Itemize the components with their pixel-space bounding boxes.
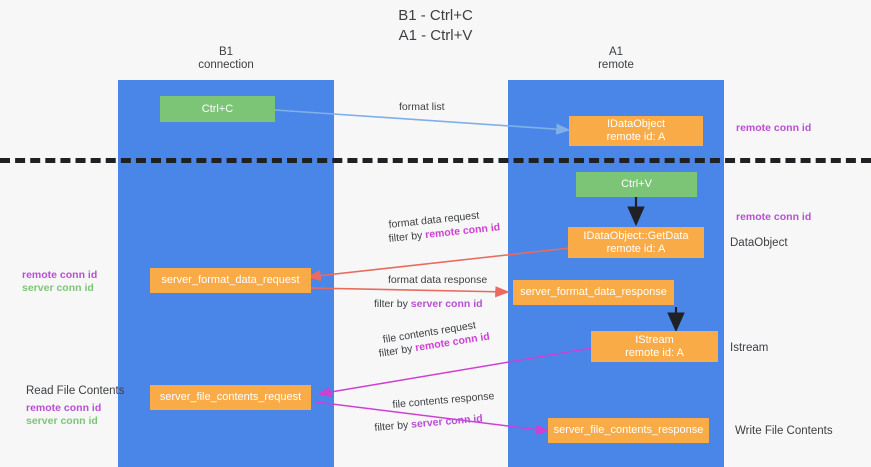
lane-header-a1-name: A1 <box>608 46 624 58</box>
node-server-format-data-request-label: server_format_data_request <box>161 274 300 286</box>
annotation-right-remote-conn-id-top: remote conn id <box>736 122 812 134</box>
filter-prefix: filter by <box>374 298 411 310</box>
page-title: B1 - Ctrl+C A1 - Ctrl+V <box>0 6 871 46</box>
node-ctrl-c-label: Ctrl+C <box>201 102 234 115</box>
node-server-file-contents-request[interactable]: server_file_contents_request <box>150 385 311 410</box>
node-server-file-contents-response[interactable]: server_file_contents_response <box>548 418 709 443</box>
node-getdata-label: IDataObject::GetData <box>583 229 689 242</box>
title-line-2: A1 - Ctrl+V <box>398 27 473 44</box>
node-getdata-sub: remote id: A <box>606 242 666 255</box>
lane-header-a1: A1 remote <box>508 46 724 72</box>
lane-header-b1: B1 connection <box>118 46 334 72</box>
node-idataobject-label: IDataObject <box>606 118 666 130</box>
phase-divider <box>0 158 871 163</box>
edge-label-format-data-response-filter: filter by server conn id <box>374 298 483 311</box>
edge-label-file-contents-response-filter: filter by server conn id <box>374 413 483 435</box>
filter-prefix: filter by <box>374 418 412 434</box>
lane-header-b1-name: B1 <box>218 46 234 58</box>
filter-value-server-conn-id: server conn id <box>410 298 483 310</box>
annotation-right-istream: Istream <box>730 342 769 354</box>
node-idataobject-sub: remote id: A <box>606 131 666 143</box>
annotation-right-dataobject: DataObject <box>730 237 788 249</box>
node-istream[interactable]: IStream remote id: A <box>591 331 718 362</box>
node-server-format-data-request[interactable]: server_format_data_request <box>150 268 311 293</box>
annotation-left-server-conn-id-bottom: server conn id <box>26 415 98 427</box>
annotation-left-read-file-contents: Read File Contents <box>26 385 125 397</box>
node-istream-label: IStream <box>635 333 674 346</box>
annotation-left-remote-conn-id-mid: remote conn id <box>22 269 98 281</box>
annotation-right-write-file-contents: Write File Contents <box>735 425 833 437</box>
node-server-format-data-response-label: server_format_data_response <box>520 286 667 298</box>
annotation-left-remote-conn-id-bottom: remote conn id <box>26 402 102 414</box>
node-server-format-data-response[interactable]: server_format_data_response <box>513 280 674 305</box>
edge-label-file-contents-response: file contents response <box>392 390 495 411</box>
lane-header-b1-role: connection <box>198 59 254 71</box>
node-istream-sub: remote id: A <box>625 346 684 359</box>
title-line-1: B1 - Ctrl+C <box>398 7 473 24</box>
node-ctrl-v[interactable]: Ctrl+V <box>576 172 697 197</box>
edge-label-format-list: format list <box>399 101 445 113</box>
node-server-file-contents-request-label: server_file_contents_request <box>159 391 302 403</box>
node-getdata[interactable]: IDataObject::GetData remote id: A <box>568 227 704 258</box>
node-ctrl-c[interactable]: Ctrl+C <box>160 96 275 122</box>
node-server-file-contents-response-label: server_file_contents_response <box>553 424 704 436</box>
filter-prefix: filter by <box>388 229 426 245</box>
node-idataobject[interactable]: IDataObject remote id: A <box>569 116 703 146</box>
lane-header-a1-role: remote <box>598 59 634 71</box>
annotation-left-server-conn-id-mid: server conn id <box>22 282 94 294</box>
arrow-format-data-response <box>309 286 510 298</box>
node-ctrl-v-label: Ctrl+V <box>621 178 652 190</box>
filter-value-server-conn-id: server conn id <box>410 412 484 431</box>
edge-label-format-data-response: format data response <box>388 274 488 286</box>
annotation-right-remote-conn-id-mid: remote conn id <box>736 211 812 223</box>
